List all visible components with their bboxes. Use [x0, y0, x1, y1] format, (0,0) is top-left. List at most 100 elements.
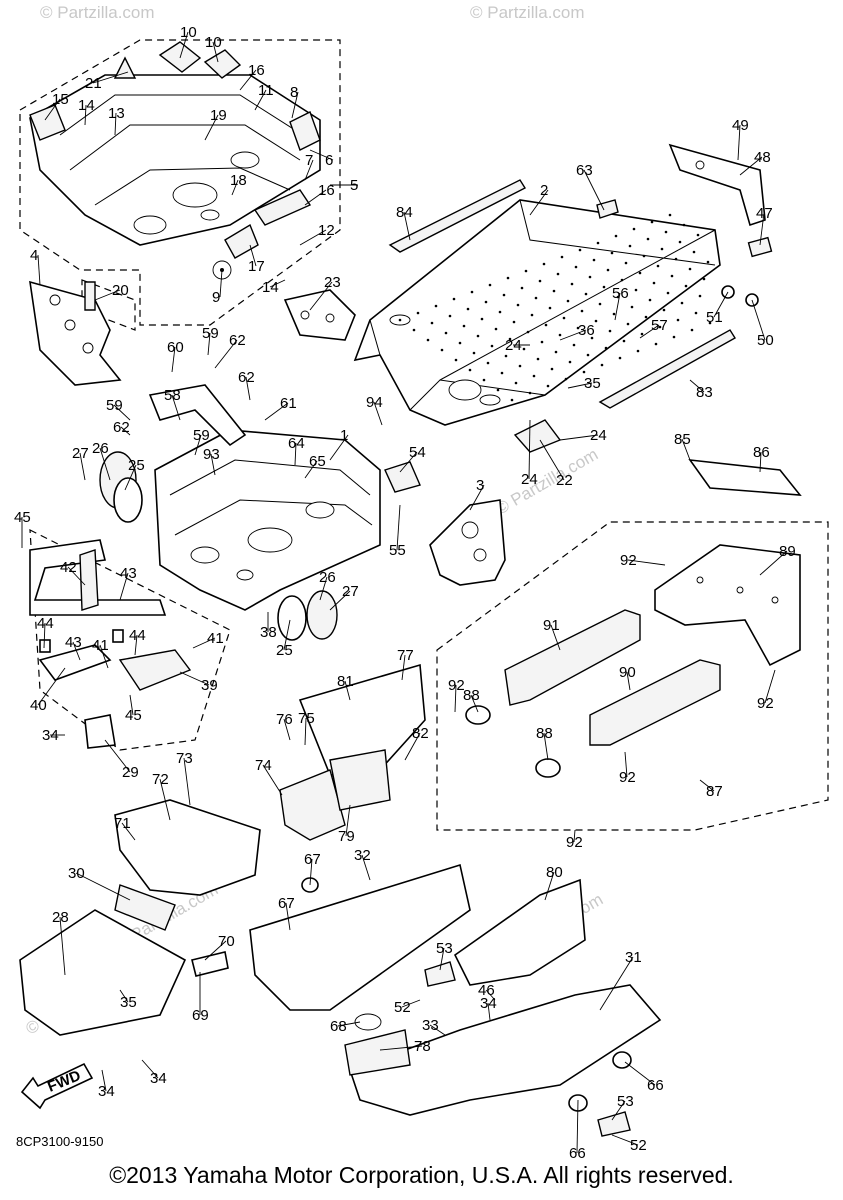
callout-34: 34	[98, 1083, 115, 1100]
leader-line	[171, 346, 176, 373]
leader-line	[739, 156, 763, 176]
callout-34: 34	[42, 727, 59, 744]
callout-46: 46	[478, 982, 495, 999]
leader-line	[283, 619, 291, 651]
callout-15: 15	[52, 91, 69, 108]
leader-line	[304, 159, 314, 181]
callout-6: 6	[325, 152, 333, 169]
part-25-boot-upper	[113, 477, 143, 523]
callout-59: 59	[193, 427, 210, 444]
callout-66: 66	[647, 1077, 664, 1094]
callout-43: 43	[65, 634, 82, 651]
callout-92: 92	[620, 552, 637, 569]
leader-line	[396, 504, 401, 551]
callout-92: 92	[448, 677, 465, 694]
callout-13: 13	[108, 105, 125, 122]
leader-line	[304, 717, 307, 746]
tunnel	[353, 199, 721, 426]
rivet	[660, 247, 664, 251]
callout-69: 69	[192, 1007, 209, 1024]
rivet	[652, 281, 656, 285]
rivet	[648, 298, 652, 302]
frame-assembly	[29, 41, 321, 280]
part-25-boot-lower	[277, 595, 307, 641]
part-26-plate-lower	[306, 590, 338, 640]
rivet	[646, 237, 650, 241]
part-88-damper	[465, 705, 491, 725]
rivet	[606, 268, 610, 272]
callout-66: 66	[569, 1145, 586, 1162]
rivet	[692, 250, 696, 254]
leader-line	[337, 1021, 361, 1027]
rivet	[664, 230, 668, 234]
rivet	[482, 378, 486, 382]
callout-49: 49	[732, 117, 749, 134]
rivet	[572, 343, 576, 347]
part-53-plate-upper	[424, 961, 456, 987]
part-79-guard	[329, 749, 391, 811]
callout-53: 53	[436, 940, 453, 957]
leader-line	[319, 576, 328, 601]
forward-arrow-icon: FWD	[20, 1062, 94, 1110]
rivet	[608, 329, 612, 333]
callout-92: 92	[619, 769, 636, 786]
callout-12: 12	[318, 222, 335, 239]
rivet	[598, 302, 602, 306]
rivet	[472, 351, 476, 355]
callout-19: 19	[210, 107, 227, 124]
rivet	[568, 360, 572, 364]
rivet	[516, 303, 520, 307]
callout-10: 10	[205, 34, 222, 51]
callout-29: 29	[122, 764, 139, 781]
rivet	[538, 279, 542, 283]
callout-36: 36	[578, 322, 595, 339]
leader-line	[454, 684, 457, 713]
callout-88: 88	[536, 725, 553, 742]
leader-line	[104, 739, 131, 773]
callout-81: 81	[337, 673, 354, 690]
part-83-slide-rail	[598, 329, 736, 409]
callout-88: 88	[463, 687, 480, 704]
callout-1: 1	[340, 427, 348, 444]
leader-line	[254, 89, 267, 111]
callout-4: 4	[30, 247, 38, 264]
part-44-spacer	[39, 639, 51, 653]
callout-59: 59	[202, 325, 219, 342]
rivet	[580, 309, 584, 313]
rivet	[510, 398, 514, 402]
callout-8: 8	[290, 84, 298, 101]
rivet	[610, 251, 614, 255]
callout-94: 94	[366, 394, 383, 411]
callout-74: 74	[255, 757, 272, 774]
rivet	[554, 350, 558, 354]
rivet	[546, 384, 550, 388]
rivet	[644, 315, 648, 319]
rivet	[670, 274, 674, 278]
rivet	[612, 312, 616, 316]
rivet	[512, 320, 516, 324]
callout-27: 27	[72, 445, 89, 462]
callout-50: 50	[757, 332, 774, 349]
part-77-panel	[298, 663, 426, 776]
callout-41: 41	[92, 637, 109, 654]
leader-line	[559, 434, 599, 441]
leader-line	[639, 324, 660, 339]
callout-73: 73	[176, 750, 193, 767]
rivet	[532, 374, 536, 378]
callout-34: 34	[150, 1070, 167, 1087]
callout-5: 5	[350, 177, 358, 194]
rivet	[514, 381, 518, 385]
part-72-cover	[114, 799, 261, 896]
rivet	[588, 275, 592, 279]
rivet	[556, 272, 560, 276]
leader-line	[231, 179, 239, 196]
rivet	[520, 286, 524, 290]
leader-line	[764, 669, 776, 704]
rivet	[616, 295, 620, 299]
leader-line	[599, 956, 634, 1011]
part-48-rear-bracket	[668, 143, 766, 227]
part-86-skid	[688, 459, 802, 496]
rivet	[682, 223, 686, 227]
callout-87: 87	[706, 783, 723, 800]
